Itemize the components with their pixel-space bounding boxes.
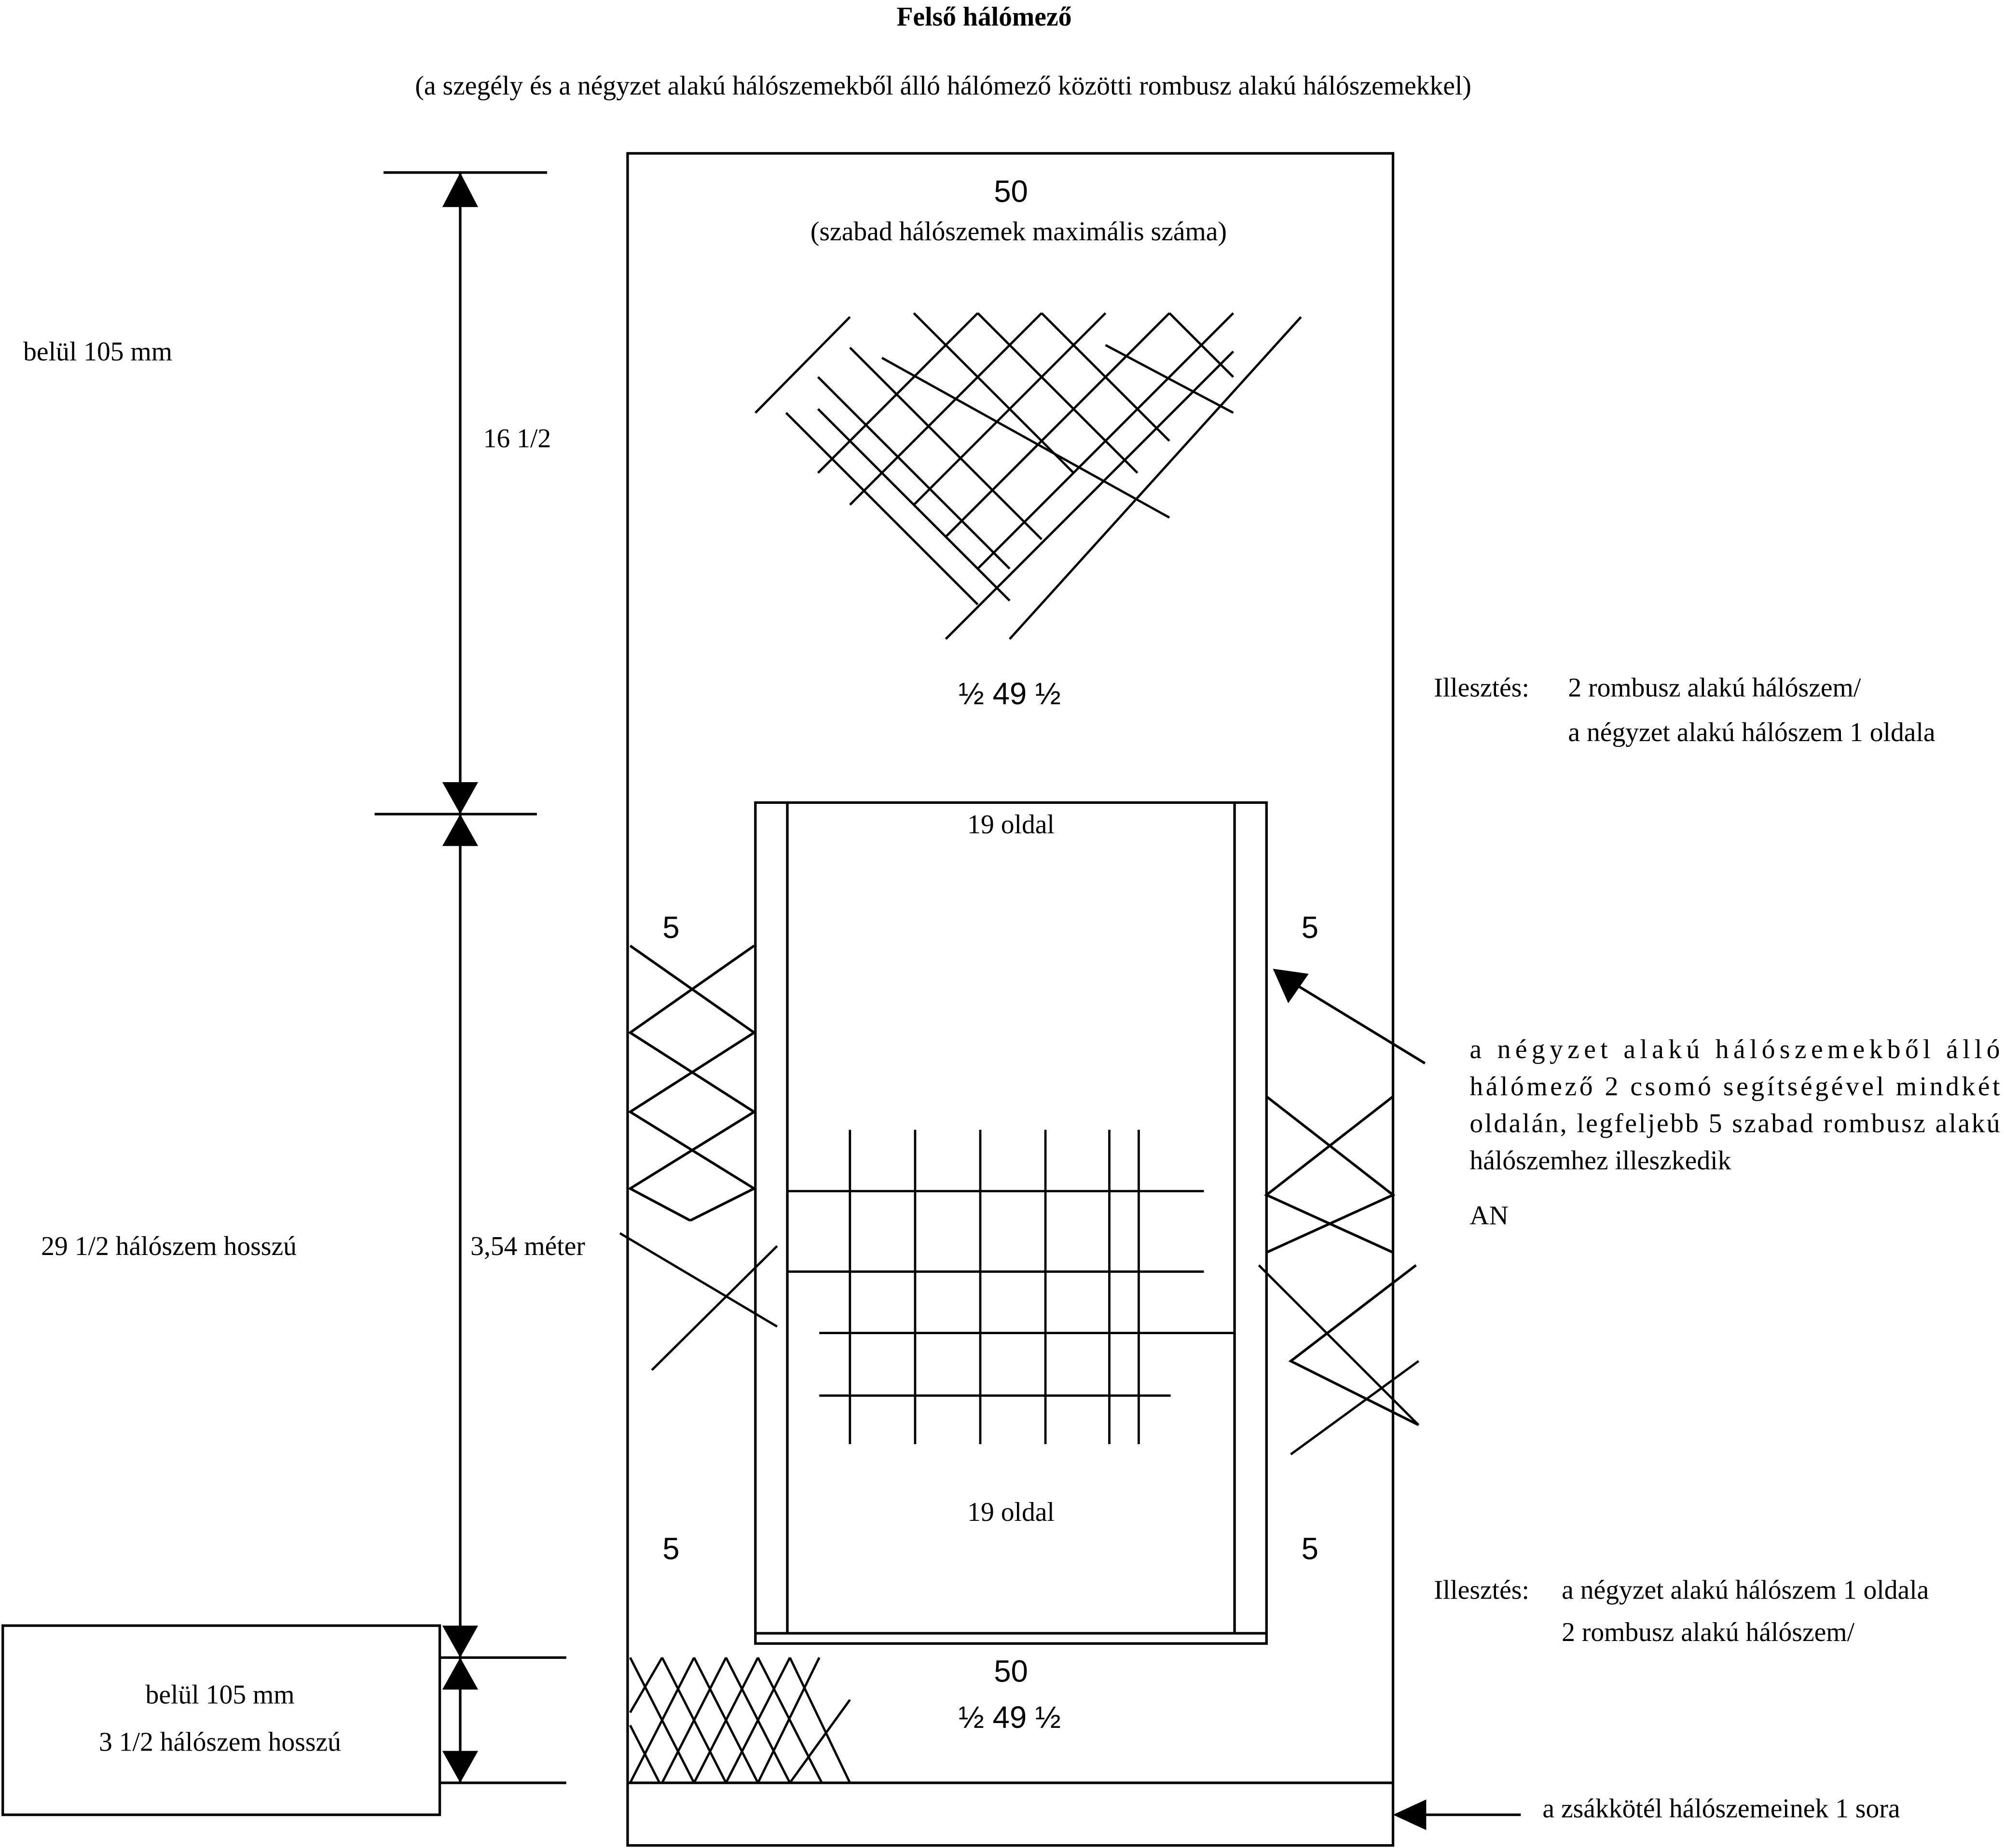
arrow-up-icon xyxy=(442,172,479,207)
bottom-mesh-info-box xyxy=(1,1624,441,1816)
bottom-mesh-length-label: 3 1/2 hálószem hosszú xyxy=(99,1727,341,1757)
arrow-down-icon xyxy=(442,1751,479,1783)
top-half-mesh-label: ½ 49 ½ xyxy=(959,676,1061,711)
panel-note-line: a négyzet alakú hálószemekből álló xyxy=(1469,1034,2000,1064)
panel-note-line: hálószemhez illeszkedik xyxy=(1469,1146,1731,1176)
height-dimension xyxy=(374,171,566,1784)
arrow-pointer-icon xyxy=(1273,968,1309,1004)
bottom-half-mesh-label: ½ 49 ½ xyxy=(959,1700,1061,1735)
top-mesh-size-label: belül 105 mm xyxy=(23,337,172,367)
top-diamond-mesh xyxy=(755,312,1302,640)
square-mesh-panel xyxy=(754,801,1268,1645)
arrow-down-icon xyxy=(442,782,479,814)
inner-panel-bottom-label: 19 oldal xyxy=(967,1497,1055,1527)
fit-top-line1: 2 rombusz alakú hálószem/ xyxy=(1568,673,1861,703)
panel-note-leader xyxy=(1290,980,1426,1064)
left-diamond-mesh xyxy=(619,944,778,1371)
mid-length-label: 3,54 méter xyxy=(470,1231,585,1261)
lower-left-count: 5 xyxy=(662,1531,679,1566)
diagram-title: Felső hálómező xyxy=(896,2,1071,32)
arrow-up-icon xyxy=(442,1657,479,1690)
fit-top-line2: a négyzet alakú hálószem 1 oldala xyxy=(1568,717,1935,747)
panel-note-code: AN xyxy=(1469,1200,1508,1230)
top-height-label: 16 1/2 xyxy=(483,424,551,454)
top-mesh-count: 50 xyxy=(994,174,1028,208)
fit-bottom-line1: a négyzet alakú hálószem 1 oldala xyxy=(1562,1575,1929,1605)
fit-bottom-line2: 2 rombusz alakú hálószem/ xyxy=(1562,1617,1854,1647)
mid-height-label: 29 1/2 hálószem hosszú xyxy=(41,1231,297,1261)
right-diamond-mesh xyxy=(1258,1095,1420,1456)
inner-panel-top-label: 19 oldal xyxy=(967,810,1055,840)
top-mesh-count-note: (szabad hálószemek maximális száma) xyxy=(810,217,1227,247)
diagram-subtitle: (a szegély és a négyzet alakú hálószemek… xyxy=(415,71,1471,101)
upper-right-count: 5 xyxy=(1302,910,1318,945)
bottom-diamond-mesh xyxy=(629,1657,851,1784)
selvedge-note: a zsákkötél hálószemeinek 1 sora xyxy=(1542,1793,1900,1823)
arrow-up-icon xyxy=(442,814,479,846)
outer-panel xyxy=(626,152,1395,1847)
lower-right-count: 5 xyxy=(1302,1531,1318,1566)
panel-note-line: hálómező 2 csomó segítségével mindkét xyxy=(1469,1072,2000,1102)
square-mesh-grid xyxy=(787,1130,1235,1445)
fit-bottom-label: Illesztés: xyxy=(1434,1575,1529,1605)
fit-top-label: Illesztés: xyxy=(1434,673,1529,703)
bottom-mesh-size-label: belül 105 mm xyxy=(146,1680,295,1710)
bottom-mesh-count: 50 xyxy=(994,1655,1028,1689)
upper-left-count: 5 xyxy=(662,910,679,945)
panel-note-line: oldalán, legfeljebb 5 szabad rombusz ala… xyxy=(1469,1109,2000,1139)
arrow-left-icon xyxy=(1393,1799,1427,1830)
arrow-down-icon xyxy=(442,1626,479,1658)
